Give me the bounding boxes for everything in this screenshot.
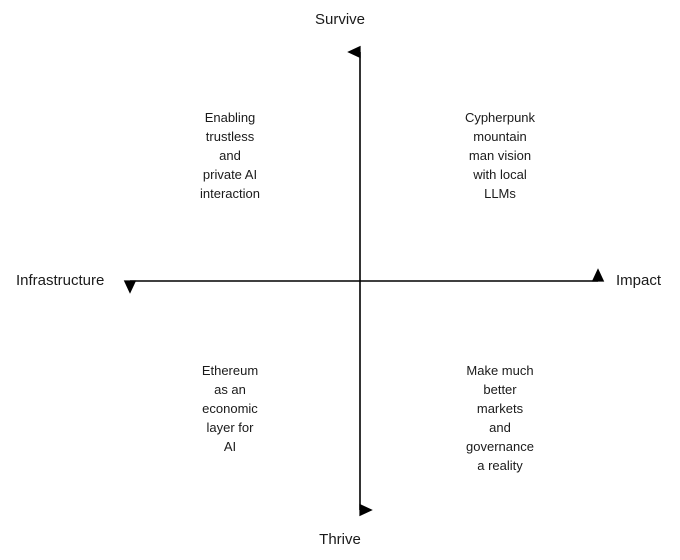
axis-label-thrive: Thrive — [319, 531, 361, 548]
axis-label-infrastructure: Infrastructure — [16, 272, 105, 289]
axis-label-survive: Survive — [314, 11, 366, 28]
axis-label-impact: Impact — [616, 272, 662, 289]
